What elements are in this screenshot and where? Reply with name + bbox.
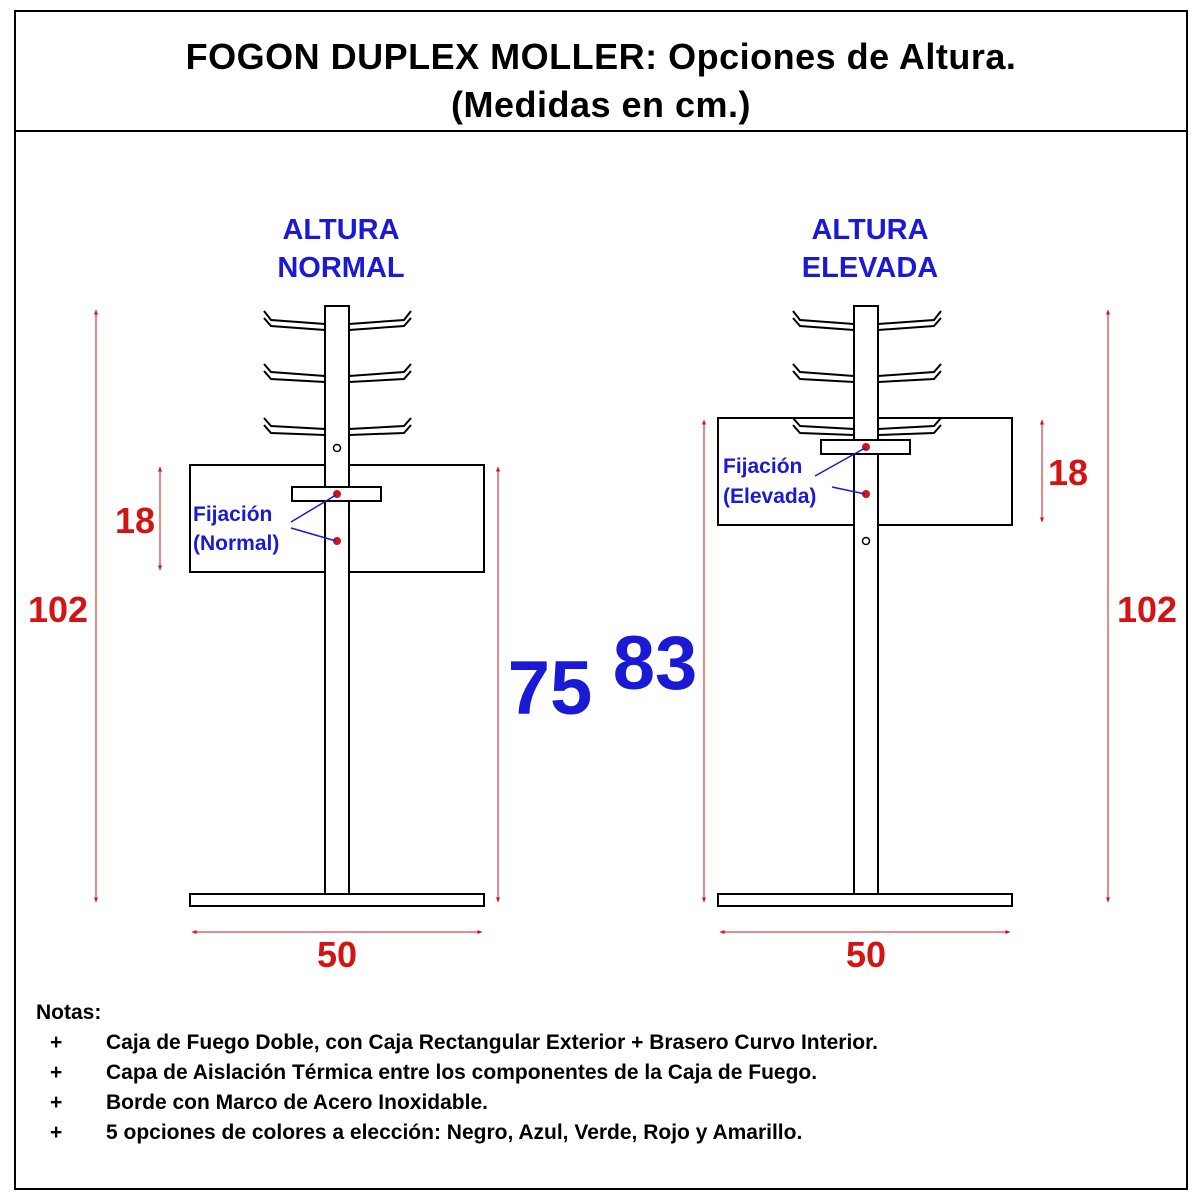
fixing-label-elevated-line1: Fijación	[723, 455, 802, 478]
working-height-value: 75	[508, 646, 593, 731]
outer-frame	[14, 10, 1188, 1190]
total-height-value-elevated: 102	[1117, 589, 1177, 630]
fixing-hole-lower	[861, 536, 871, 546]
base-normal	[189, 893, 485, 907]
box-height-value: 18	[115, 500, 155, 541]
fixing-hole-upper	[332, 443, 342, 453]
note-item: + Capa de Aislación Térmica entre los co…	[36, 1058, 1156, 1088]
box-height-value-elevated: 18	[1048, 452, 1088, 493]
grill-bars-right	[792, 310, 942, 383]
normal-height-drawing: ALTURA NORMAL Fijación (Normal) 10	[28, 214, 592, 975]
notes-section: Notas: + Caja de Fuego Doble, con Caja R…	[36, 998, 1156, 1148]
elevated-height-drawing: ALTURA ELEVADA Fijación (Elevada) 102 18…	[613, 214, 1177, 975]
leader-line-elevated-1	[814, 447, 866, 477]
note-text: Borde con Marco de Acero Inoxidable.	[106, 1091, 488, 1114]
fixing-label-elevated-line2: (Elevada)	[723, 485, 816, 508]
title-band: FOGON DUPLEX MOLLER: Opciones de Altura.…	[14, 10, 1188, 132]
fixing-point-elevated-2	[862, 490, 870, 498]
height-options-diagram: ALTURA NORMAL Fijación (Normal) 10	[28, 214, 1177, 975]
normal-heading-line1: ALTURA	[282, 214, 399, 246]
normal-heading-line2: NORMAL	[277, 252, 404, 284]
leader-line-2	[290, 527, 337, 542]
pole-elevated	[853, 305, 879, 895]
note-text: Capa de Aislación Térmica entre los comp…	[106, 1061, 818, 1084]
elevated-heading-line2: ELEVADA	[802, 252, 938, 284]
note-item: + Caja de Fuego Doble, con Caja Rectangu…	[36, 1028, 1156, 1058]
working-height-value-elevated: 83	[613, 621, 698, 706]
fixing-label-line2: (Normal)	[193, 532, 279, 555]
pole-normal	[324, 305, 350, 895]
leader-line-1	[290, 494, 337, 523]
elevated-heading-line1: ALTURA	[811, 214, 928, 246]
note-text: 5 opciones de colores a elección: Negro,…	[106, 1121, 803, 1144]
bullet-plus: +	[50, 1061, 63, 1084]
page-title: FOGON DUPLEX MOLLER: Opciones de Altura.	[185, 36, 1017, 77]
notes-heading: Notas:	[36, 1001, 102, 1024]
width-value: 50	[317, 934, 357, 975]
grill-bars-left	[263, 310, 412, 436]
bullet-plus: +	[50, 1091, 63, 1114]
leader-line-elevated-2	[831, 486, 866, 495]
bullet-plus: +	[50, 1031, 63, 1054]
bullet-plus: +	[50, 1121, 63, 1144]
note-item: + 5 opciones de colores a elección: Negr…	[36, 1118, 1156, 1148]
grill-bar-inside-box	[792, 417, 942, 436]
page-subtitle: (Medidas en cm.)	[450, 84, 752, 125]
fixing-label-line1: Fijación	[193, 503, 272, 526]
fixing-point-2	[333, 537, 341, 545]
total-height-value: 102	[28, 589, 88, 630]
base-elevated	[717, 893, 1013, 907]
note-item: + Borde con Marco de Acero Inoxidable.	[36, 1088, 1156, 1118]
note-text: Caja de Fuego Doble, con Caja Rectangula…	[106, 1031, 878, 1054]
width-value-elevated: 50	[846, 934, 886, 975]
